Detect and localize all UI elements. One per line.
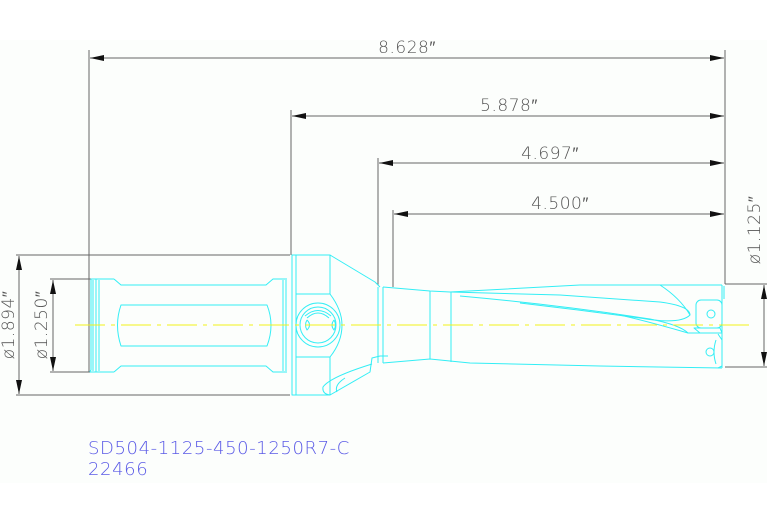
- dim-shank-diameter: ø1.250″: [32, 291, 52, 360]
- part-number: SD504-1125-450-1250R7-C: [88, 438, 350, 459]
- dim-overall-length: 8.628″: [378, 38, 436, 58]
- dim-body-length: 5.878″: [480, 96, 538, 116]
- item-number: 22466: [88, 459, 149, 480]
- dim-drill-depth: 4.500″: [531, 194, 589, 214]
- dimension-lines: [16, 50, 767, 396]
- dim-drill-diameter: ø1.125″: [745, 196, 765, 265]
- title-block: SD504-1125-450-1250R7-C 22466: [88, 438, 350, 480]
- dim-flange-diameter: ø1.894″: [0, 291, 19, 360]
- dim-flute-length: 4.697″: [521, 144, 579, 164]
- tool-outline: [89, 254, 725, 396]
- drill-body: [377, 284, 725, 369]
